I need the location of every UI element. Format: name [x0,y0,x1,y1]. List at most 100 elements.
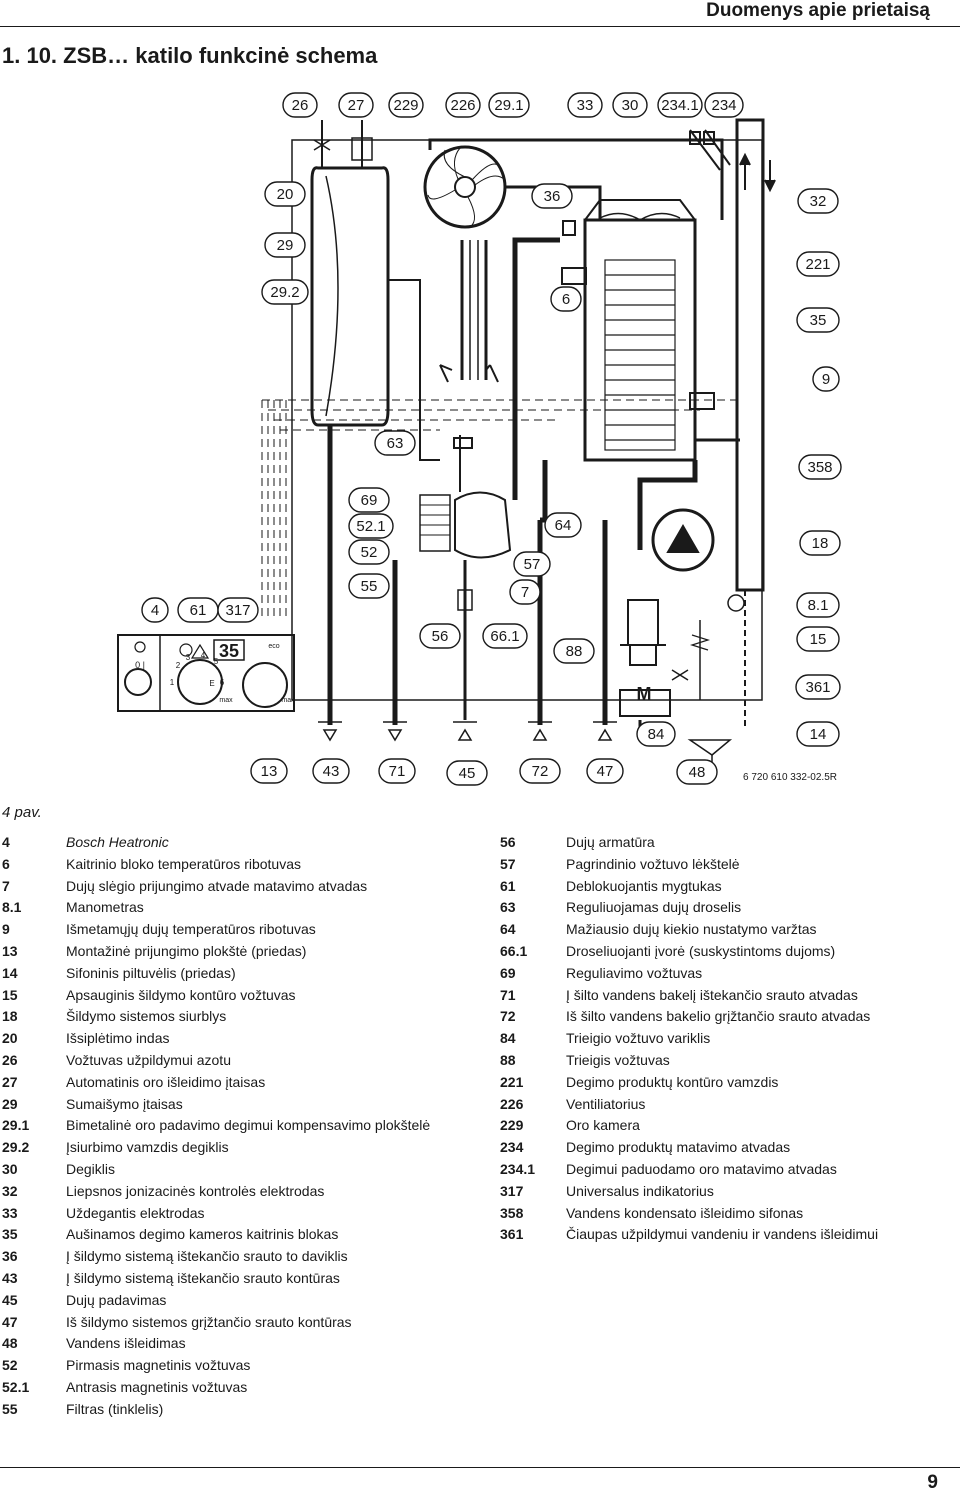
callout-top-26: 26 [282,92,318,118]
svg-text:15: 15 [810,631,827,648]
svg-text:29.1: 29.1 [494,97,523,114]
svg-text:221: 221 [805,256,830,273]
svg-text:61: 61 [190,602,207,619]
callout-right-14: 14 [796,721,840,747]
svg-text:66.1: 66.1 [490,628,519,645]
panel-dial-mark-1: 1 [170,678,175,687]
callout-left-29: 29 [264,232,306,258]
page-number: 9 [927,1472,938,1493]
footer-rule [0,1467,960,1468]
svg-text:27: 27 [348,97,365,114]
callout-top-234.1: 234.1 [657,92,703,118]
callout-panel-4: 4 [141,597,169,623]
callout-top-29.1: 29.1 [488,92,530,118]
callout-bottom-47: 47 [586,758,624,784]
callout-57: 57 [513,551,551,577]
svg-text:56: 56 [432,628,449,645]
svg-text:43: 43 [323,763,340,780]
callout-69: 69 [348,487,390,513]
svg-text:7: 7 [521,584,529,601]
svg-text:234: 234 [711,97,736,114]
svg-text:29: 29 [277,237,294,254]
svg-text:57: 57 [524,556,541,573]
svg-text:9: 9 [822,371,830,388]
callout-right-32: 32 [797,188,839,214]
callout-63: 63 [374,430,416,456]
callout-right-358: 358 [798,454,842,480]
callout-66.1: 66.1 [482,623,528,649]
callout-84: 84 [636,721,676,747]
callout-panel-317: 317 [217,597,259,623]
callout-right-9: 9 [812,366,840,392]
callout-panel-61: 61 [177,597,219,623]
panel-dial-mark-6: 6 [220,678,225,687]
callout-bottom-45: 45 [446,760,488,786]
header-rule [0,26,960,27]
svg-text:317: 317 [225,602,250,619]
svg-text:84: 84 [648,726,665,743]
valve-motor-letter: M [637,684,652,704]
callout-36: 36 [531,183,573,209]
svg-text:361: 361 [805,679,830,696]
svg-text:36: 36 [544,188,561,205]
svg-text:52.1: 52.1 [356,518,385,535]
svg-text:45: 45 [459,765,476,782]
boiler-functional-diagram: 262722922629.13330234.1234202929.2366636… [117,92,842,786]
svg-text:4: 4 [151,602,159,619]
header-title: Duomenys apie prietaisą [706,0,930,21]
svg-text:71: 71 [389,763,406,780]
svg-text:8.1: 8.1 [808,597,829,614]
callout-bottom-71: 71 [378,758,416,784]
svg-text:64: 64 [555,517,572,534]
callout-52: 52 [348,539,390,565]
panel-eco-label: eco [268,643,279,650]
svg-text:52: 52 [361,544,378,561]
panel-dial-mark-2: 2 [176,661,181,670]
callout-55: 55 [348,573,390,599]
panel-dial-mark-5: 5 [214,657,219,666]
panel-switch-marks: 0 | [135,660,145,670]
callout-bottom-43: 43 [312,758,350,784]
panel-max-left: max [219,697,233,704]
drawing-ref-code: 6 720 610 332-02.5R [743,772,837,783]
callout-right-18: 18 [799,530,841,556]
callout-bottom-48: 48 [676,759,718,785]
svg-text:32: 32 [810,193,827,210]
svg-text:13: 13 [261,763,278,780]
svg-text:55: 55 [361,578,378,595]
svg-text:226: 226 [450,97,475,114]
figure-caption: 4 pav. [2,804,42,821]
svg-text:358: 358 [807,459,832,476]
svg-text:29.2: 29.2 [270,284,299,301]
callout-bottom-72: 72 [519,758,561,784]
callout-right-35: 35 [796,307,840,333]
svg-text:26: 26 [292,97,309,114]
